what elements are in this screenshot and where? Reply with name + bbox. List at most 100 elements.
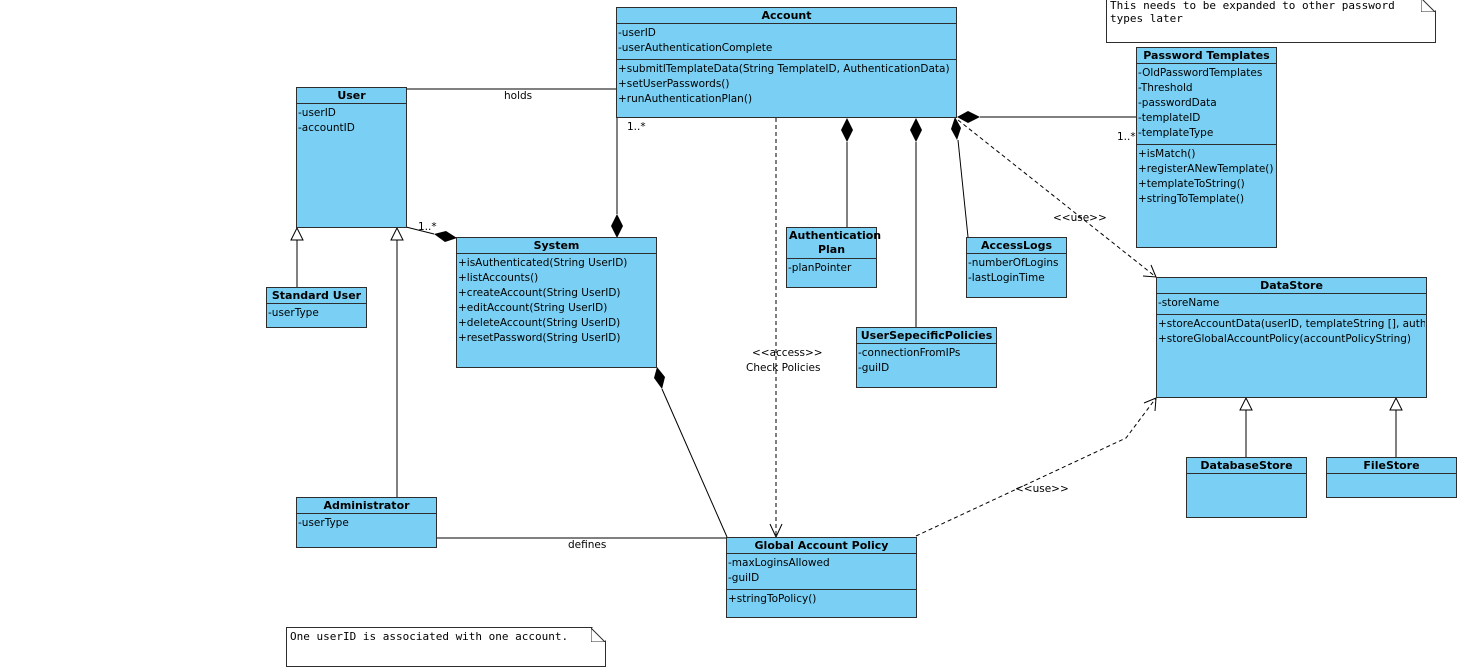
account-system-diamond [611,214,623,238]
user-multiplicity-label: 1..* [418,221,437,233]
account-class[interactable]: Account -userID -userAuthenticationCompl… [616,7,957,118]
bottom-note[interactable]: One userID is associated with one accoun… [286,627,606,667]
system-operations: +isAuthenticated(String UserID) +listAcc… [457,254,656,349]
administrator-attributes: -userType [297,514,436,534]
system-class-name: System [457,238,656,254]
account-multiplicity-label: 1..* [627,121,646,133]
global-account-policy-attributes: -maxLoginsAllowed -guiID [727,554,916,590]
access-logs-class-name: AccessLogs [967,238,1066,254]
administrator-class[interactable]: Administrator -userType [296,497,437,548]
check-policies-label: Check Policies [746,362,821,374]
password-multiplicity-label: 1..* [1117,131,1136,143]
account-datastore-use-line[interactable] [957,119,1157,278]
administrator-generalization-arrow [390,226,404,241]
password-templates-op-ismatch: +isMatch() [1138,148,1196,160]
global-account-policy-class[interactable]: Global Account Policy -maxLoginsAllowed … [726,537,917,618]
user-class-name: User [297,88,406,104]
user-system-diamond [434,231,457,242]
password-templates-op-fromstring: +stringToTemplate() [1138,193,1245,205]
global-account-policy-op-stringtopolicy: +stringToPolicy() [728,593,817,605]
access-logs-attributes: -numberOfLogins -lastLoginTime [967,254,1066,289]
policy-datastore-use-line[interactable] [915,397,1157,537]
account-op-runplan: +runAuthenticationPlan() [618,93,753,105]
access-logs-class[interactable]: AccessLogs -numberOfLogins -lastLoginTim… [966,237,1067,298]
account-op-setpasswords: +setUserPasswords() [618,78,730,90]
authentication-plan-name-line2: Plan [817,243,846,256]
data-store-operations: +storeAccountData(userID, templateString… [1157,315,1426,350]
system-op-listaccounts: +listAccounts() [458,272,539,284]
password-templates-diamond [957,111,980,123]
database-store-class[interactable]: DatabaseStore [1186,457,1307,518]
top-note[interactable]: This needs to be expanded to other passw… [1106,0,1436,43]
access-logs-attr-lastlogintime: -lastLoginTime [968,272,1045,284]
authentication-plan-attr-planpointer: -planPointer [788,262,852,274]
administrator-class-name: Administrator [297,498,436,514]
system-policy-composition-line[interactable] [661,388,728,538]
auth-plan-diamond [841,118,853,142]
file-store-class-name: FileStore [1327,458,1456,474]
password-templates-attr-templatetype: -templateType [1138,127,1214,139]
top-note-line2: types later [1110,12,1183,25]
password-templates-attr-threshold: -Threshold [1138,82,1193,94]
account-attr-authcomplete: -userAuthenticationComplete [618,42,773,54]
access-logs-composition-line[interactable] [957,139,969,238]
system-op-deleteaccount: +deleteAccount(String UserID) [458,317,621,329]
data-store-class[interactable]: DataStore -storeName +storeAccountData(u… [1156,277,1427,398]
authentication-plan-class[interactable]: Authentication Plan -planPointer [786,227,882,288]
user-attr-userid: -userID [298,107,336,119]
password-templates-attr-old: -OldPasswordTemplates [1138,67,1263,79]
use-label-top: <<use>> [1053,212,1107,224]
account-attributes: -userID -userAuthenticationComplete [617,24,956,60]
global-account-policy-attr-maxlogins: -maxLoginsAllowed [728,557,830,569]
account-datastore-use-arrowhead [1142,264,1157,278]
user-policies-diamond [910,118,922,142]
password-templates-class[interactable]: Password Templates -OldPasswordTemplates… [1136,47,1277,248]
account-operations: +submitlTemplateData(String TemplateID, … [617,60,956,110]
global-account-policy-class-name: Global Account Policy [727,538,916,554]
data-store-op-storeglobalpolicy: +storeGlobalAccountPolicy(accountPolicyS… [1158,333,1412,345]
standard-user-generalization-arrow [290,226,304,241]
database-store-generalization-arrow [1239,396,1253,411]
file-store-class[interactable]: FileStore [1326,457,1457,498]
authentication-plan-attributes: -planPointer [787,259,876,279]
user-class[interactable]: User -userID -accountID [296,87,407,228]
standard-user-attributes: -userType [267,304,366,324]
user-system-composition-line[interactable] [405,226,435,235]
user-attributes: -userID -accountID [297,104,406,139]
note-fold-icon [591,628,605,642]
user-specific-policies-attr-ips: -connectionFromIPs [858,347,961,359]
user-specific-policies-class-name: UserSepecificPolicies [857,328,996,344]
standard-user-class[interactable]: Standard User -userType [266,287,367,328]
account-class-name: Account [617,8,956,24]
password-templates-attr-templateid: -templateID [1138,112,1201,124]
holds-label: holds [504,90,533,102]
user-specific-policies-attributes: -connectionFromIPs -guiID [857,344,996,379]
access-stereotype-label: <<access>> [752,347,823,359]
note-fold-icon [1421,0,1435,12]
global-account-policy-attr-guiid: -guiID [728,572,760,584]
user-specific-policies-class[interactable]: UserSepecificPolicies -connectionFromIPs… [856,327,997,388]
system-op-isauthenticated: +isAuthenticated(String UserID) [458,257,628,269]
account-op-submit: +submitlTemplateData(String TemplateID, … [618,63,950,75]
access-logs-attr-numberoflogins: -numberOfLogins [968,257,1059,269]
system-op-createaccount: +createAccount(String UserID) [458,287,621,299]
password-templates-attr-passworddata: -passwordData [1138,97,1217,109]
system-op-editaccount: +editAccount(String UserID) [458,302,608,314]
user-attr-accountid: -accountID [298,122,355,134]
system-class[interactable]: System +isAuthenticated(String UserID) +… [456,237,657,368]
password-templates-op-register: +registerANewTemplate() [1138,163,1274,175]
database-store-class-name: DatabaseStore [1187,458,1306,474]
data-store-op-storeaccountdata: +storeAccountData(userID, templateString… [1158,318,1425,330]
password-templates-attributes: -OldPasswordTemplates -Threshold -passwo… [1137,64,1276,145]
bottom-note-line1: One userID is associated with one accoun… [290,630,569,643]
authentication-plan-name-line1: Authentication [789,229,882,242]
system-policy-diamond [654,367,665,389]
user-specific-policies-attr-guiid: -guiID [858,362,890,374]
data-store-class-name: DataStore [1157,278,1426,294]
policy-datastore-use-arrowhead [1143,397,1157,412]
administrator-attr-usertype: -userType [298,517,349,529]
password-templates-class-name: Password Templates [1137,48,1276,64]
defines-label: defines [568,539,607,551]
use-label-bottom: <<use>> [1015,483,1069,495]
